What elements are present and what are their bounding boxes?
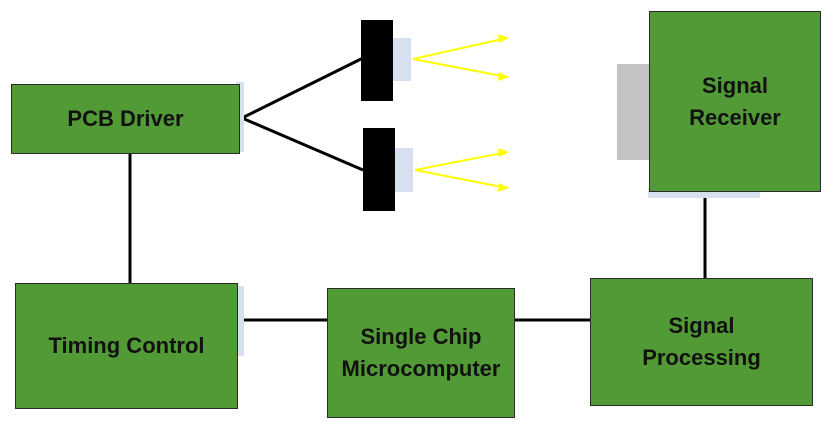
connector-driver-emitter-top (241, 56, 364, 120)
block-shadow (236, 286, 244, 356)
signal-receiver-block: Signal Receiver (649, 11, 821, 192)
beam-arrowhead (498, 183, 509, 192)
block-shadow (236, 82, 244, 152)
connector-driver-emitter-bottom (241, 116, 364, 172)
signal-processing-label: Signal Processing (642, 313, 761, 370)
beam-arrowhead (498, 72, 509, 81)
emitter-lens-top (391, 38, 411, 81)
signal-processing-block: Signal Processing (590, 278, 813, 406)
single-chip-microcomputer-block: Single Chip Microcomputer (327, 288, 515, 418)
emitter-icon (363, 128, 395, 211)
emitter-icon (361, 20, 393, 101)
beam-arrow-icon (414, 169, 508, 189)
beam-arrow-icon (412, 58, 508, 78)
single-chip-microcomputer-label: Single Chip Microcomputer (341, 324, 501, 381)
beam-arrowhead (498, 148, 509, 157)
signal-receiver-label: Signal Receiver (689, 72, 781, 130)
receiver-panel (617, 64, 651, 160)
timing-control-block: Timing Control (15, 283, 238, 409)
timing-control-label: Timing Control (48, 333, 205, 359)
block-shadow (648, 188, 760, 198)
beam-arrowhead (498, 34, 509, 43)
emitter-lens-bottom (393, 148, 413, 192)
pcb-driver-block: PCB Driver (11, 84, 240, 154)
pcb-driver-label: PCB Driver (67, 106, 184, 132)
beam-arrow-icon (414, 151, 508, 171)
beam-arrow-icon (412, 37, 508, 60)
